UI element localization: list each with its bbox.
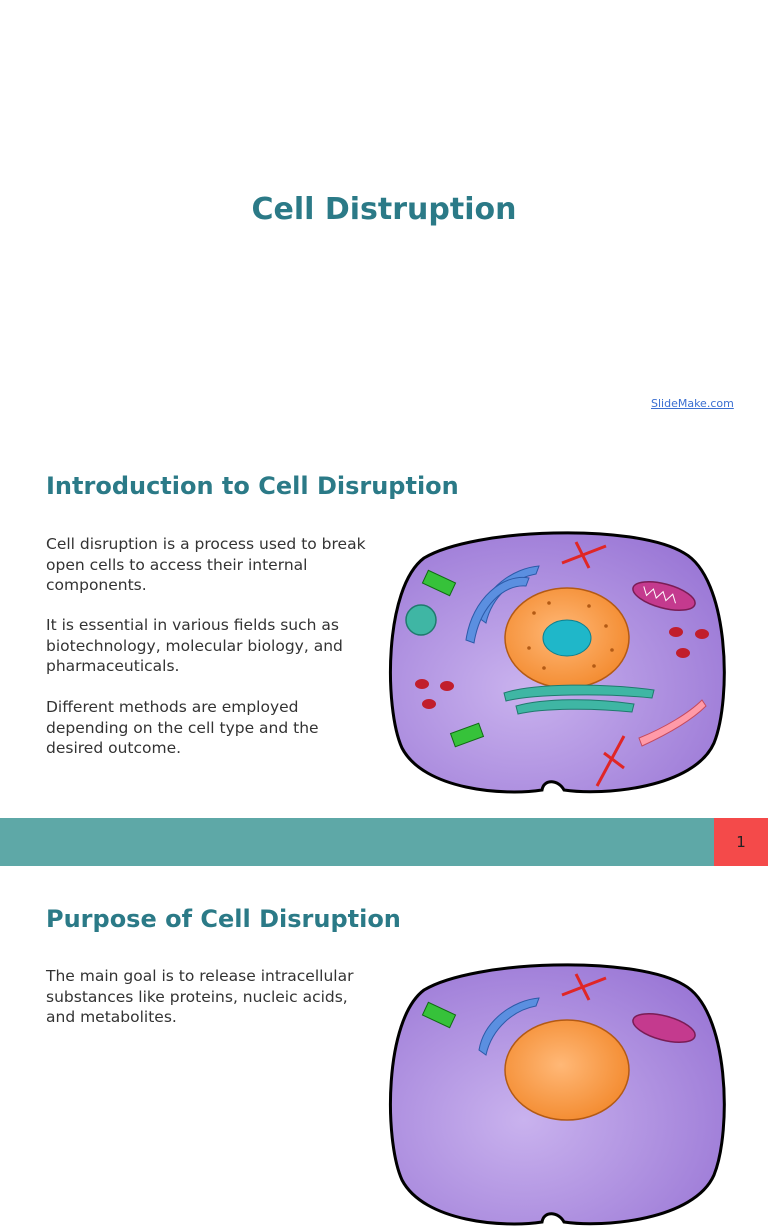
animal-cell-illustration	[388, 531, 726, 794]
paragraph-3: Different methods are employed depending…	[46, 698, 319, 757]
section-heading-purpose: Purpose of Cell Disruption	[46, 905, 401, 933]
ribosome-strand-icon	[638, 699, 707, 747]
vacuole-icon	[405, 604, 437, 636]
slidemake-link[interactable]: SlideMake.com	[651, 397, 734, 410]
cytoskeleton-icon	[561, 973, 607, 1001]
paragraph-2: It is essential in various fields such a…	[46, 616, 343, 675]
slide-title: Cell Distruption	[251, 192, 517, 227]
centriole-icon	[421, 1001, 457, 1029]
lysosome-icon	[415, 627, 709, 709]
paragraph-1: Cell disruption is a process used to bre…	[46, 535, 366, 594]
nucleus-icon	[504, 587, 630, 689]
section-heading-introduction: Introduction to Cell Disruption	[46, 472, 459, 500]
nucleus-icon	[504, 1019, 630, 1121]
animal-cell-illustration-2	[388, 963, 726, 1226]
golgi-icon	[465, 565, 540, 644]
centriole-icon	[421, 569, 485, 748]
page-number: 1	[714, 818, 768, 866]
cytoskeleton-icon	[561, 541, 626, 787]
footer-bar	[0, 818, 714, 866]
endoplasmic-reticulum-icon	[503, 684, 655, 715]
paragraph-4: The main goal is to release intracellula…	[46, 967, 354, 1026]
mitochondrion-icon	[632, 581, 696, 611]
